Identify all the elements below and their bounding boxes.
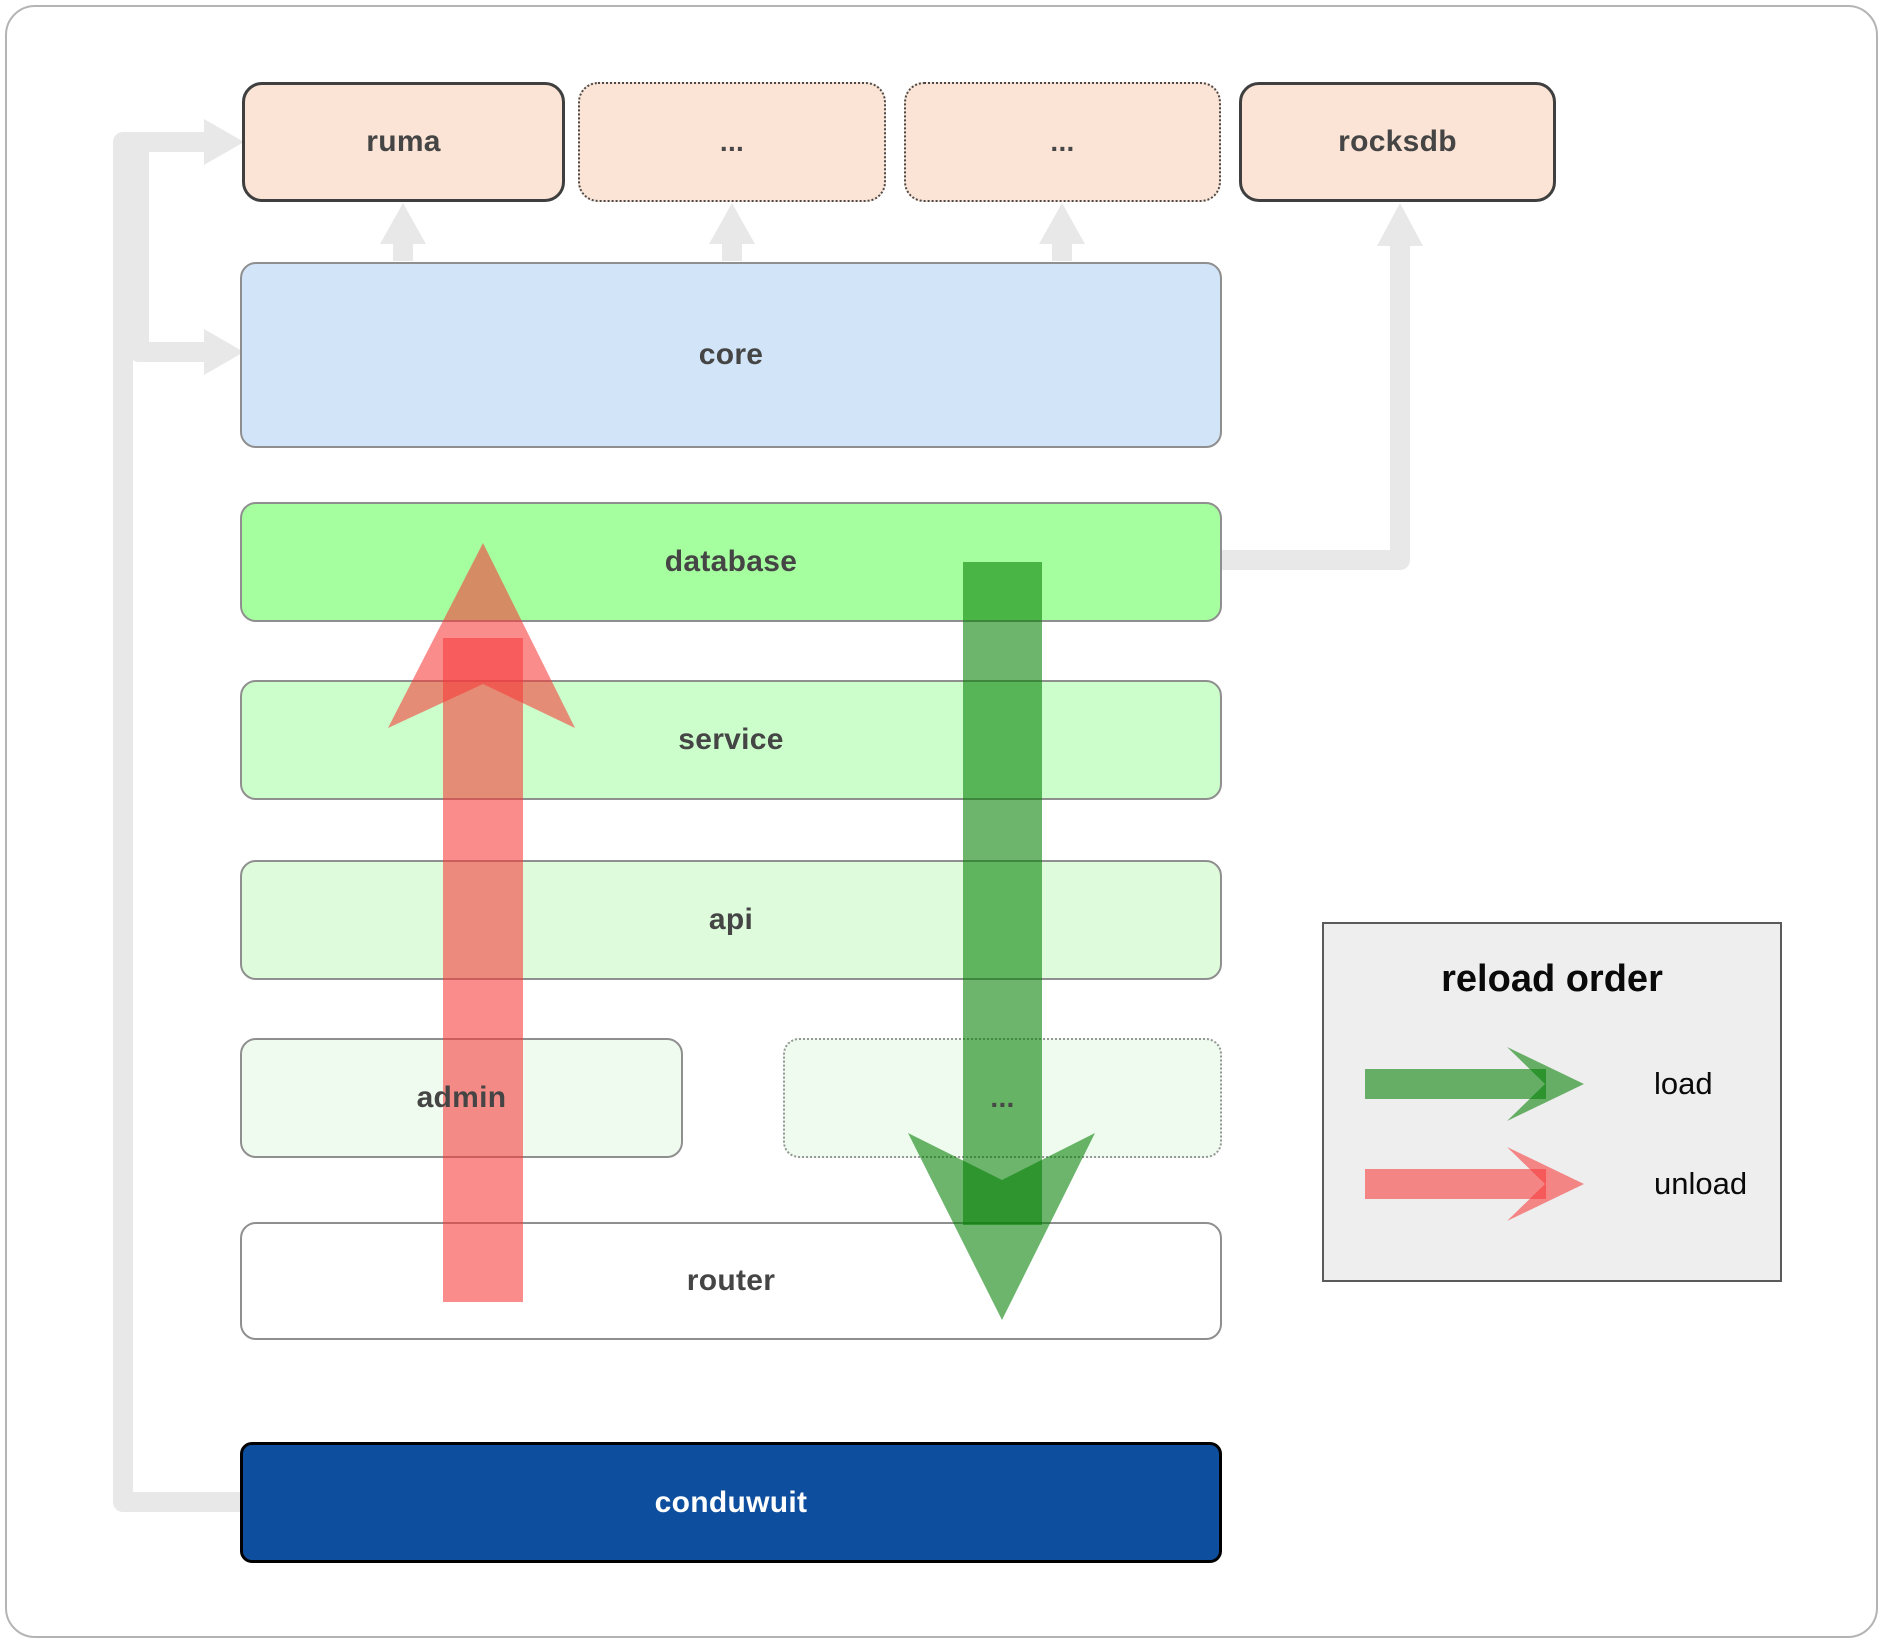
legend-load-arrow-icon	[1365, 1047, 1584, 1121]
box-router: router	[240, 1222, 1222, 1340]
box-label: ruma	[366, 125, 441, 158]
arrowhead-into-ruma-icon	[204, 119, 244, 165]
arrowhead-up-dots1-icon	[709, 203, 755, 244]
arrowhead-up-ruma-icon	[380, 203, 426, 244]
unload-arrow-body	[443, 638, 523, 1302]
box-label: rocksdb	[1338, 125, 1457, 158]
legend-arrows	[1365, 1047, 1584, 1221]
load-arrow	[908, 562, 1095, 1320]
load-arrow-body	[963, 562, 1042, 1225]
box-label: service	[678, 723, 784, 756]
box-dots-1: ...	[578, 82, 886, 202]
legend: reload order load unload	[1322, 922, 1782, 1282]
box-conduwuit: conduwuit	[240, 1442, 1222, 1563]
arrowhead-up-rocksdb-icon	[1377, 203, 1423, 246]
connector-branch-to-core	[129, 152, 222, 362]
box-label: ...	[719, 126, 745, 157]
arrowhead-up-dots2-icon	[1039, 203, 1085, 244]
box-label: core	[698, 338, 764, 371]
unload-arrow	[388, 543, 575, 1302]
legend-title: reload order	[1441, 958, 1663, 1000]
unload-arrowhead-icon	[388, 543, 575, 728]
connector-database-to-rocksdb	[1222, 246, 1410, 570]
legend-unload-label: unload	[1654, 1166, 1748, 1201]
box-label: admin	[416, 1081, 507, 1114]
box-rocksdb: rocksdb	[1239, 82, 1556, 202]
legend-load-label: load	[1654, 1066, 1713, 1101]
load-arrowhead-icon	[908, 1133, 1095, 1320]
box-label: router	[686, 1264, 776, 1297]
box-api: api	[240, 860, 1222, 980]
box-dots-2: ...	[904, 82, 1221, 202]
box-label: ...	[1050, 126, 1075, 157]
box-database: database	[240, 502, 1222, 622]
box-label: ...	[990, 1082, 1015, 1113]
box-label: conduwuit	[654, 1485, 808, 1519]
box-label: database	[664, 545, 798, 578]
box-core: core	[240, 262, 1222, 448]
arrowhead-into-core-icon	[204, 329, 244, 375]
legend-unload-arrow-icon	[1365, 1147, 1584, 1221]
box-ruma: ruma	[242, 82, 565, 202]
connector-conduwuit-to-ruma	[113, 132, 242, 1512]
box-label: api	[708, 903, 754, 936]
